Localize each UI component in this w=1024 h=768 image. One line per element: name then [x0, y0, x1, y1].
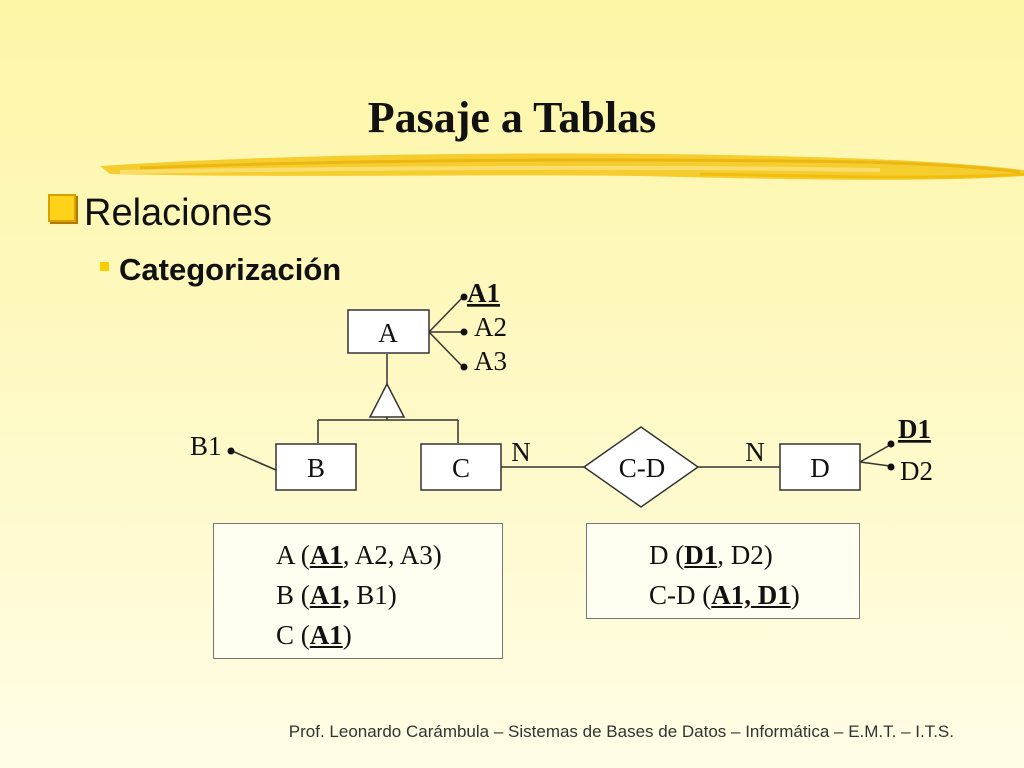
entity-d-label: D — [810, 453, 830, 483]
footer-credits: Prof. Leonardo Carámbula – Sistemas de B… — [288, 722, 954, 741]
attr-d1-dot — [887, 440, 895, 448]
table-right-row-d: D (D1, D2) — [649, 540, 773, 570]
entity-d-box — [779, 443, 861, 491]
table-left: A (A1, A2, A3) B (A1, B1) C (A1) — [213, 523, 503, 659]
attr-b1-dot — [227, 447, 235, 455]
relationship-label: C-D — [619, 453, 666, 483]
table-left-row-c: C (A1) — [276, 620, 352, 650]
bullet-categorizacion: Categorización — [100, 252, 341, 288]
brush-stroke-divider — [100, 153, 1024, 180]
attr-a2-dot — [460, 328, 468, 336]
entity-c-label: C — [452, 453, 470, 483]
attr-a3-dot — [460, 363, 468, 371]
checkbox-bullet-icon — [48, 194, 76, 222]
attr-d1-label: D1 — [898, 414, 931, 444]
table-right-row-cd: C-D (A1, D1) — [649, 580, 800, 610]
attr-b1-label: B1 — [190, 431, 222, 461]
categorization-triangle — [368, 382, 406, 418]
table-left-row-a: A (A1, A2, A3) — [276, 540, 442, 570]
attr-d2-label: D2 — [900, 456, 933, 486]
relationship-diamond — [582, 426, 700, 508]
attr-a2-label: A2 — [474, 312, 507, 342]
attr-a1-dot — [460, 293, 468, 301]
table-right: D (D1, D2) C-D (A1, D1) — [586, 523, 860, 619]
attr-d2-dot — [887, 463, 895, 471]
entity-c-box — [420, 443, 502, 491]
entity-b-box — [275, 443, 357, 491]
cardinality-right: N — [745, 437, 765, 467]
entity-a-label: A — [378, 318, 398, 348]
bullet-categorizacion-text: Categorización — [119, 252, 342, 287]
table-left-row-b: B (A1, B1) — [276, 580, 397, 610]
square-bullet-icon — [100, 262, 109, 271]
attr-a1-label: A1 — [467, 278, 500, 308]
bullet-relaciones-text: Relaciones — [84, 192, 272, 234]
cardinality-left: N — [511, 437, 531, 467]
entity-b-label: B — [307, 453, 325, 483]
attr-a3-label: A3 — [474, 346, 507, 376]
bullet-relaciones: Relaciones — [48, 192, 272, 235]
slide-title: Pasaje a Tablas — [367, 93, 657, 142]
entity-a-box — [347, 309, 430, 354]
